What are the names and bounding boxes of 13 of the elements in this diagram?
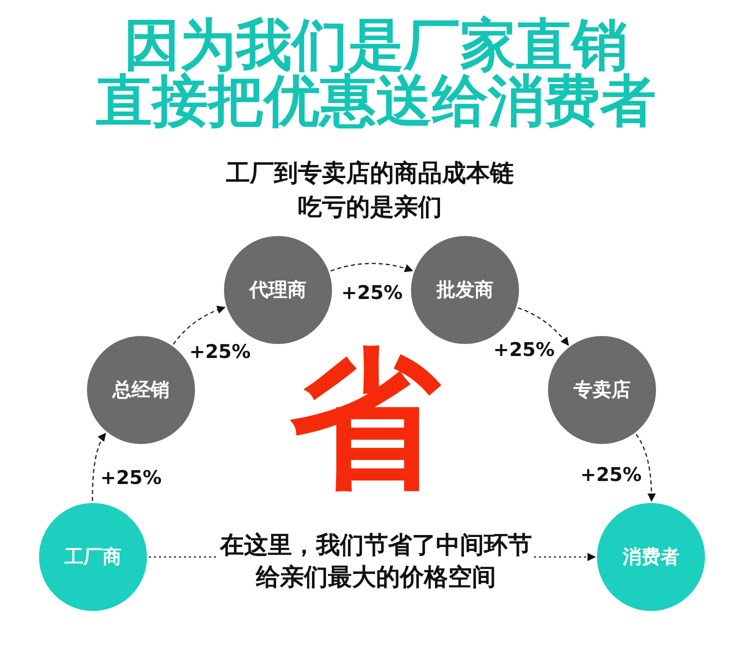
node-label: 批发商 — [436, 278, 494, 303]
node-label: 工厂商 — [64, 545, 122, 570]
subtitle: 工厂到专卖店的商品成本链吃亏的是亲们 — [225, 158, 515, 223]
node-label: 专卖店 — [574, 378, 630, 403]
node-label: 消费者 — [622, 545, 680, 570]
node-label: 代理商 — [250, 278, 306, 303]
arrow — [330, 262, 414, 272]
arrow — [92, 432, 106, 501]
node-label: 总经销 — [112, 378, 170, 403]
arrow — [518, 307, 569, 346]
arrow — [172, 306, 226, 345]
big-character: 省 — [290, 340, 440, 500]
arrow — [636, 434, 656, 502]
